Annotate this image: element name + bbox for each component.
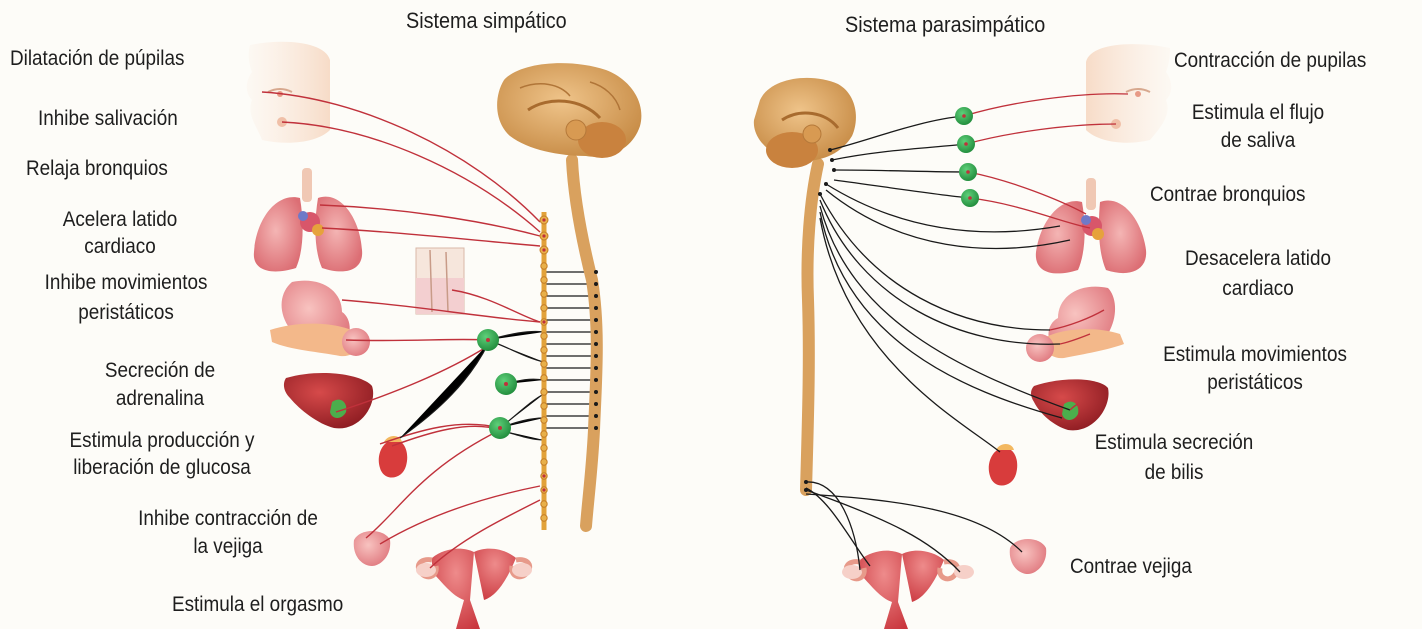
liver-left — [284, 373, 373, 428]
brain-left — [497, 63, 641, 526]
symp-label-bronchi: Relaja bronquios — [26, 156, 168, 181]
symp-label-gut-2: peristáticos — [78, 300, 174, 325]
symp-label-heart-1: Acelera latido — [63, 207, 178, 232]
symp-label-gut-1: Inhibe movimientos — [45, 270, 208, 295]
lungs-left — [254, 168, 362, 271]
sympathetic-ganglia — [477, 329, 517, 439]
parasympathetic-half — [754, 44, 1171, 629]
symp-label-glucose-2: liberación de glucosa — [73, 455, 251, 480]
symp-label-adrenal-1: Secreción de — [105, 358, 215, 383]
kidney-right — [989, 444, 1017, 486]
parasympathetic-ganglia — [955, 107, 979, 207]
bladder-right — [1010, 539, 1046, 574]
para-label-gut-1: Estimula movimientos — [1163, 342, 1347, 367]
symp-label-heart-2: cardiaco — [84, 234, 155, 259]
symp-label-adrenal-2: adrenalina — [116, 386, 204, 411]
symp-label-glucose-1: Estimula producción y — [70, 428, 255, 453]
uterus-left — [416, 549, 532, 629]
para-label-heart-1: Desacelera latido — [1185, 246, 1331, 271]
bladder-left — [354, 531, 390, 566]
para-label-saliva-2: de saliva — [1221, 128, 1296, 153]
stomach-left — [270, 281, 370, 357]
para-label-bile-2: de bilis — [1145, 460, 1204, 485]
parasympathetic-nerves — [806, 116, 1070, 572]
para-label-pupils: Contracción de pupilas — [1174, 48, 1366, 73]
para-label-gut-2: peristáticos — [1207, 370, 1303, 395]
para-label-bronchi: Contrae bronquios — [1150, 182, 1306, 207]
para-label-bladder: Contrae vejiga — [1070, 554, 1192, 579]
lungs-right — [1036, 178, 1146, 273]
uterus-right — [842, 551, 974, 629]
para-label-bile-1: Estimula secreción — [1095, 430, 1254, 455]
liver-right — [1031, 379, 1109, 430]
symp-label-orgasm: Estimula el orgasmo — [172, 592, 343, 617]
sympathetic-title: Sistema simpático — [406, 8, 567, 33]
sympathetic-chain — [540, 212, 548, 530]
symp-label-pupils: Dilatación de púpilas — [10, 46, 184, 71]
skin-patch — [416, 248, 464, 314]
para-label-saliva-1: Estimula el flujo — [1192, 100, 1324, 125]
symp-label-saliva: Inhibe salivación — [38, 106, 178, 131]
parasympathetic-title: Sistema parasimpático — [845, 12, 1045, 37]
sympathetic-half — [247, 42, 642, 629]
face-left — [247, 42, 330, 143]
symp-label-bladder-2: la vejiga — [193, 534, 262, 559]
stomach-right — [1026, 287, 1124, 362]
para-label-heart-2: cardiaco — [1222, 276, 1293, 301]
symp-label-bladder-1: Inhibe contracción de — [138, 506, 318, 531]
